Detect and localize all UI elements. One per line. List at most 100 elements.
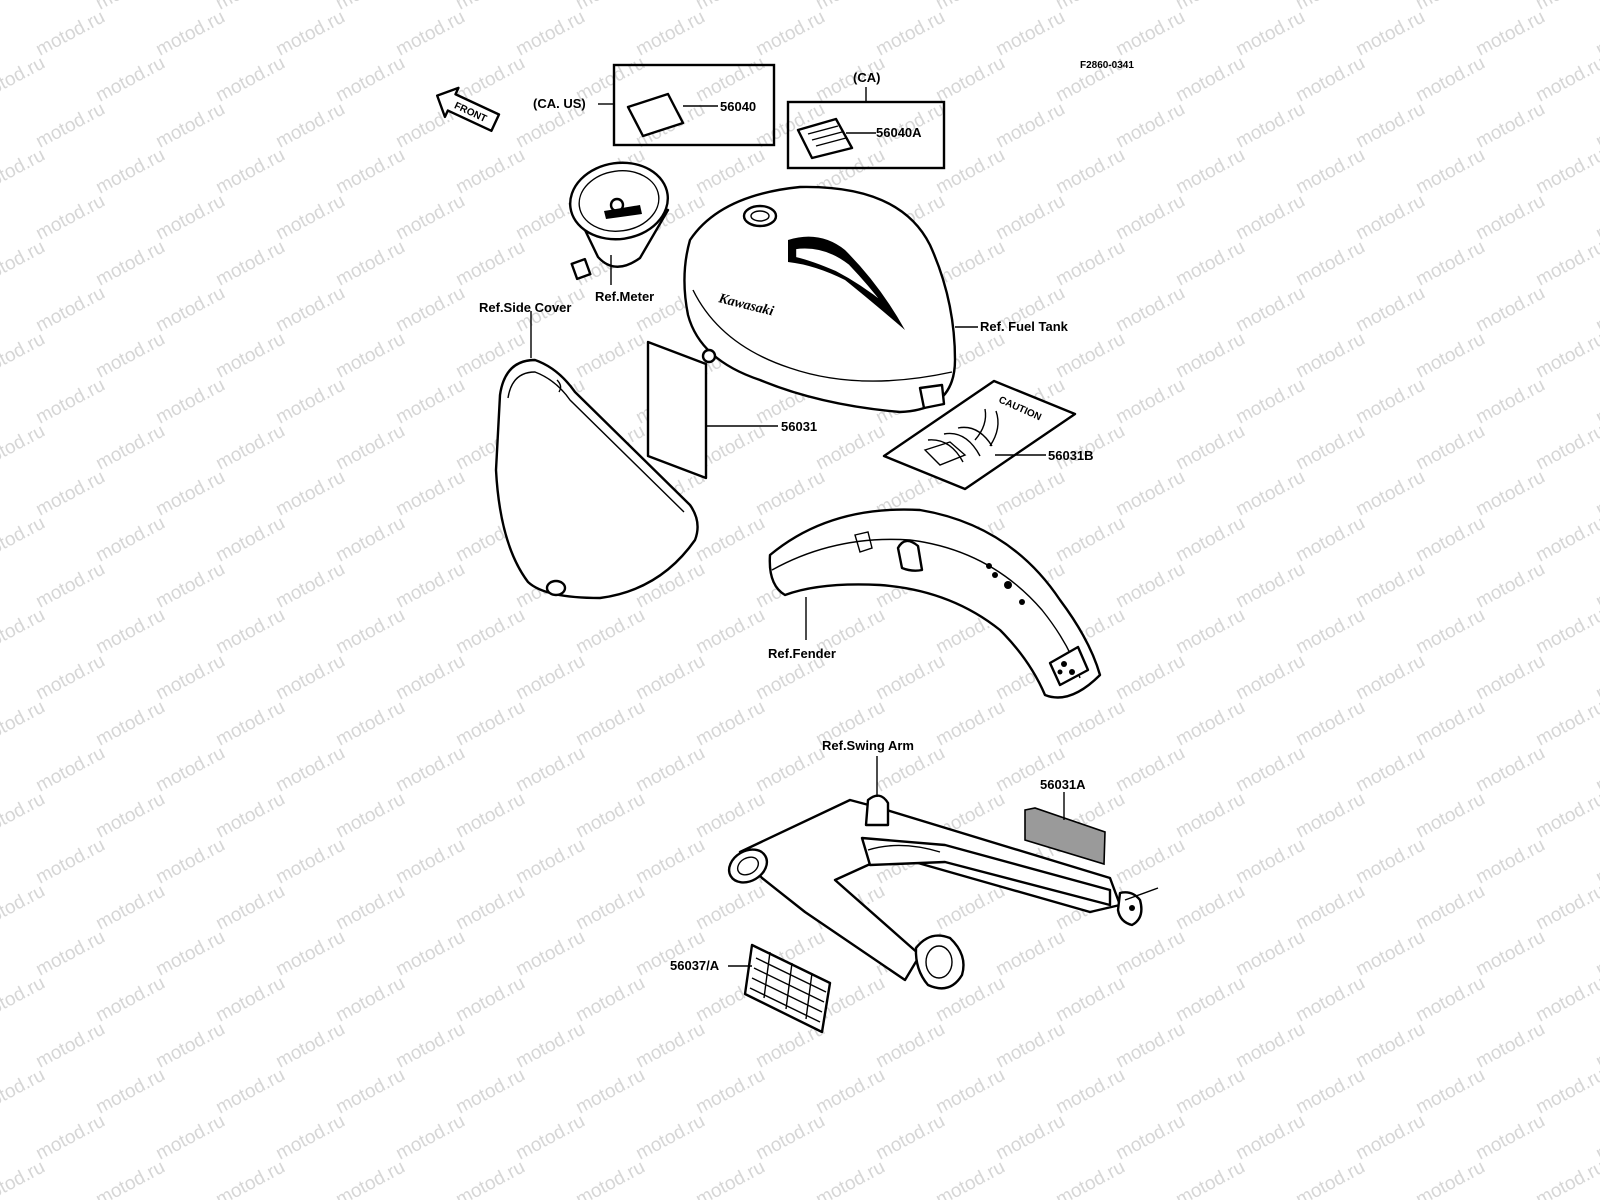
watermark-text: motod.ru	[1112, 1111, 1188, 1165]
watermark-text: motod.ru	[152, 99, 228, 153]
watermark-text: motod.ru	[572, 789, 648, 843]
watermark-text: motod.ru	[632, 651, 708, 705]
watermark-text: motod.ru	[32, 1111, 108, 1165]
watermark-text: motod.ru	[392, 1111, 468, 1165]
watermark-text: motod.ru	[92, 53, 168, 107]
watermark-text: motod.ru	[1172, 605, 1248, 659]
watermark-text: motod.ru	[752, 743, 828, 797]
watermark-text: motod.ru	[392, 835, 468, 889]
watermark-text: motod.ru	[1532, 973, 1600, 1027]
watermark-text: motod.ru	[1592, 559, 1600, 613]
watermark-text: motod.ru	[272, 191, 348, 245]
watermark-text: motod.ru	[152, 743, 228, 797]
watermark-text: motod.ru	[1112, 191, 1188, 245]
label-56031a: 56031A	[1040, 777, 1086, 792]
watermark-text: motod.ru	[752, 1111, 828, 1165]
watermark-text: motod.ru	[272, 283, 348, 337]
watermark-text: motod.ru	[0, 1157, 49, 1200]
side-cover-illustration: Ref.Side Cover	[479, 300, 699, 600]
watermark-text: motod.ru	[0, 513, 49, 567]
watermark-text: motod.ru	[392, 1019, 468, 1073]
watermark-text: motod.ru	[992, 191, 1068, 245]
watermark-text: motod.ru	[572, 0, 648, 14]
watermark-text: motod.ru	[272, 651, 348, 705]
watermark-text: motod.ru	[1412, 0, 1488, 14]
watermark-text: motod.ru	[272, 559, 348, 613]
watermark-text: motod.ru	[632, 743, 708, 797]
watermark-text: motod.ru	[1592, 283, 1600, 337]
watermark-text: motod.ru	[272, 99, 348, 153]
figure-code: F2860-0341	[1080, 60, 1134, 71]
watermark-text: motod.ru	[572, 1065, 648, 1119]
watermark-text: motod.ru	[272, 927, 348, 981]
watermark-text: motod.ru	[992, 467, 1068, 521]
watermark-text: motod.ru	[0, 973, 49, 1027]
watermark-text: motod.ru	[572, 329, 648, 383]
watermark-text: motod.ru	[452, 881, 528, 935]
label-56040a: 56040A	[876, 125, 922, 140]
watermark-text: motod.ru	[1232, 1019, 1308, 1073]
label-56031b: 56031B	[1048, 448, 1094, 463]
watermark-text: motod.ru	[272, 467, 348, 521]
watermark-text: motod.ru	[212, 881, 288, 935]
watermark-text: motod.ru	[812, 0, 888, 14]
watermark-text: motod.ru	[0, 53, 49, 107]
watermark-text: motod.ru	[152, 1019, 228, 1073]
label-56040: 56040	[720, 99, 756, 114]
watermark-text: motod.ru	[1592, 927, 1600, 981]
watermark-text: motod.ru	[152, 1111, 228, 1165]
watermark-text: motod.ru	[1352, 927, 1428, 981]
watermark-text: motod.ru	[1112, 835, 1188, 889]
watermark-text: motod.ru	[332, 697, 408, 751]
watermark-text: motod.ru	[692, 881, 768, 935]
label-56040-group: (CA. US) 56040	[533, 63, 776, 147]
watermark-text: motod.ru	[92, 329, 168, 383]
watermark-text: motod.ru	[1472, 375, 1548, 429]
watermark-text: motod.ru	[32, 99, 108, 153]
watermark-text: motod.ru	[152, 467, 228, 521]
watermark-text: motod.ru	[1532, 421, 1600, 475]
watermark-text: motod.ru	[332, 237, 408, 291]
watermark-text: motod.ru	[692, 1065, 768, 1119]
watermark-text: motod.ru	[1232, 1111, 1308, 1165]
watermark-text: motod.ru	[1472, 743, 1548, 797]
watermark-text: motod.ru	[332, 421, 408, 475]
watermark-text: motod.ru	[92, 237, 168, 291]
watermark-text: motod.ru	[0, 697, 49, 751]
watermark-text: motod.ru	[992, 7, 1068, 61]
watermark-text: motod.ru	[272, 375, 348, 429]
decal-56037a-group: 56037/A	[670, 943, 832, 1034]
watermark-text: motod.ru	[1292, 1157, 1368, 1200]
watermark-text: motod.ru	[212, 145, 288, 199]
watermark-text: motod.ru	[332, 145, 408, 199]
watermark-text: motod.ru	[392, 7, 468, 61]
watermark-text: motod.ru	[212, 237, 288, 291]
watermark-text: motod.ru	[92, 697, 168, 751]
watermark-text: motod.ru	[1592, 1019, 1600, 1073]
watermark-text: motod.ru	[272, 1111, 348, 1165]
watermark-text: motod.ru	[1532, 0, 1600, 14]
watermark-text: motod.ru	[1352, 99, 1428, 153]
decal-56031-group: 56031	[646, 340, 817, 480]
watermark-text: motod.ru	[212, 605, 288, 659]
watermark-text: motod.ru	[0, 0, 49, 14]
watermark-text: motod.ru	[1412, 1157, 1488, 1200]
watermark-text: motod.ru	[1292, 973, 1368, 1027]
watermark-text: motod.ru	[692, 513, 768, 567]
watermark-text: motod.ru	[1412, 421, 1488, 475]
watermark-text: motod.ru	[1172, 237, 1248, 291]
watermark-text: motod.ru	[152, 375, 228, 429]
watermark-text: motod.ru	[1292, 697, 1368, 751]
watermark-text: motod.ru	[1472, 7, 1548, 61]
watermark-text: motod.ru	[1172, 697, 1248, 751]
watermark-text: motod.ru	[452, 697, 528, 751]
watermark-text: motod.ru	[992, 99, 1068, 153]
watermark-text: motod.ru	[1472, 835, 1548, 889]
watermark-text: motod.ru	[512, 743, 588, 797]
watermark-text: motod.ru	[512, 1019, 588, 1073]
watermark-text: motod.ru	[152, 927, 228, 981]
watermark-text: motod.ru	[1052, 697, 1128, 751]
watermark-text: motod.ru	[1052, 329, 1128, 383]
watermark-text: motod.ru	[1232, 99, 1308, 153]
watermark-text: motod.ru	[1472, 1019, 1548, 1073]
